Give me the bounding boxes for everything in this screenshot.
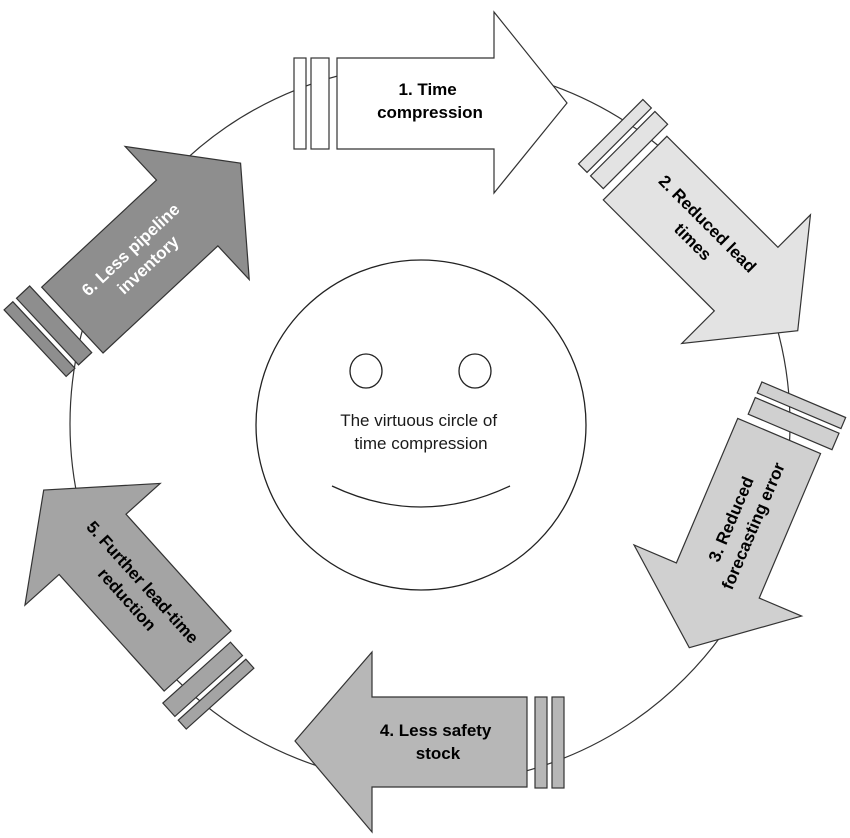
step-1-arrow-body <box>336 10 568 195</box>
step-5-tail-bar <box>161 641 244 718</box>
smile-mouth <box>331 485 511 508</box>
step-3-tail-bar <box>756 381 847 430</box>
step-1-label: 1. Time compression <box>377 80 483 122</box>
step-5-arrow-body <box>24 482 232 692</box>
step-3-tail-bar <box>747 396 840 451</box>
step-6-tail-bar <box>15 285 93 366</box>
step-4-label-line-2: stock <box>416 744 461 763</box>
step-4-label-line-1: 4. Less safety <box>380 721 492 740</box>
smiley-face: The virtuous circle of time compression <box>255 259 587 591</box>
face-outline <box>255 259 587 591</box>
step-4-tail-bar <box>534 696 548 789</box>
step-3-reduced-forecasting-error-arrow: 3. Reduced forecasting error <box>632 381 847 649</box>
step-4-arrow-body <box>294 650 528 834</box>
step-4-less-safety-stock-arrow: 4. Less safety stock <box>294 650 565 834</box>
center-title: The virtuous circle of time compression <box>340 411 502 453</box>
center-title-line-1: The virtuous circle of <box>340 411 497 430</box>
step-6-less-pipeline-inventory-arrow: 6. Less pipeline inventory <box>3 145 250 378</box>
center-title-line-2: time compression <box>354 434 487 453</box>
step-1-tail-bar <box>310 57 330 150</box>
step-5-tail-bar <box>177 658 255 730</box>
step-2-tail-bar <box>589 110 669 190</box>
step-1-label-line-2: compression <box>377 103 483 122</box>
step-5-further-lead-time-reduction-arrow: 5. Further lead-time reduction <box>24 482 255 730</box>
step-1-time-compression-arrow: 1. Time compression <box>293 10 568 195</box>
right-eye <box>458 353 492 389</box>
step-2-tail-bar <box>577 98 653 174</box>
left-eye <box>349 353 383 389</box>
step-3-arrow-body <box>632 417 822 649</box>
step-2-arrow-body <box>602 135 812 345</box>
step-6-tail-bar <box>3 300 76 378</box>
step-2-reduced-lead-times-arrow: 2. Reduced lead times <box>577 98 812 345</box>
step-6-arrow-body <box>40 145 250 354</box>
step-4-label: 4. Less safety stock <box>380 721 496 763</box>
step-1-tail-bar <box>293 57 307 150</box>
step-4-tail-bar <box>551 696 565 789</box>
step-1-label-line-1: 1. Time <box>398 80 456 99</box>
